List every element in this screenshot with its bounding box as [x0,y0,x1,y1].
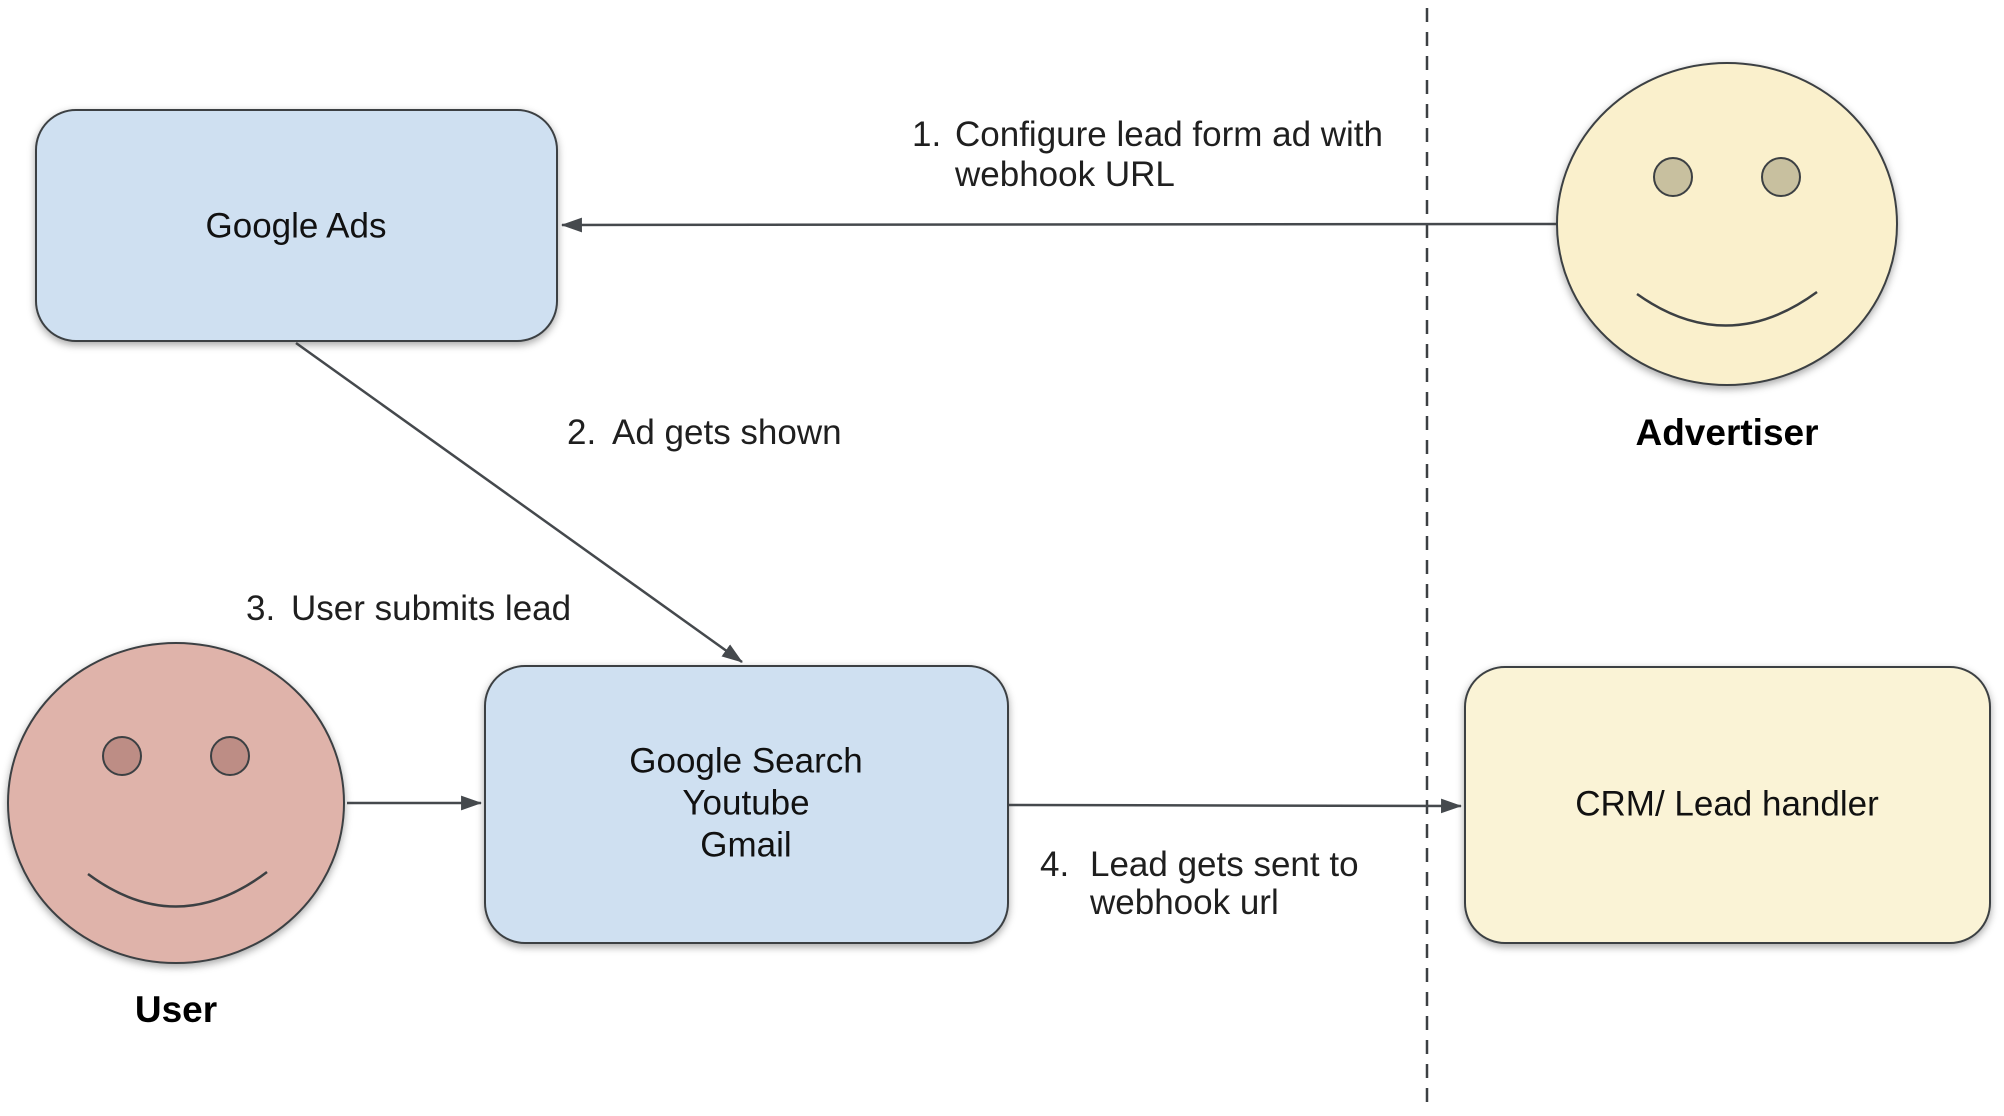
google-ads-node [35,109,558,342]
user-left-eye [102,736,142,776]
step4-number: 4. [1040,845,1069,884]
user-face [7,642,345,964]
step3-text: User submits lead [291,589,571,628]
google-platforms-line-gmail: Gmail [700,825,791,864]
user-name: User [135,989,217,1030]
google-ads-label: Google Ads [206,206,387,245]
advertiser-face [1556,62,1898,386]
user-head [7,642,345,964]
user-right-eye [210,736,250,776]
advertiser-smile [1636,290,1818,327]
google-platforms-line-youtube: Youtube [682,783,809,822]
step1-line1: Configure lead form ad with [955,115,1383,154]
step1-line2: webhook URL [954,155,1175,194]
crm-label: CRM/ Lead handler [1575,784,1879,823]
advertiser-head [1556,62,1898,386]
step2-text: Ad gets shown [612,413,842,452]
step4-line1: Lead gets sent to [1090,845,1359,884]
arrow-step4-platforms-to-crm [1008,798,1463,814]
arrow-step1-advertiser-to-google-ads [560,217,1558,233]
advertiser-name: Advertiser [1635,412,1818,453]
advertiser-left-eye [1653,157,1693,197]
step2-number: 2. [567,413,596,452]
user-smile [87,871,268,908]
arrow-step2-google-ads-to-platforms [295,341,743,664]
google-platforms-node [484,665,1009,944]
step4-line2: webhook url [1089,883,1279,922]
advertiser-right-eye [1761,157,1801,197]
step3-number: 3. [246,589,275,628]
step1-number: 1. [912,115,941,154]
crm-node [1464,666,1991,944]
google-platforms-line-search: Google Search [629,741,862,780]
